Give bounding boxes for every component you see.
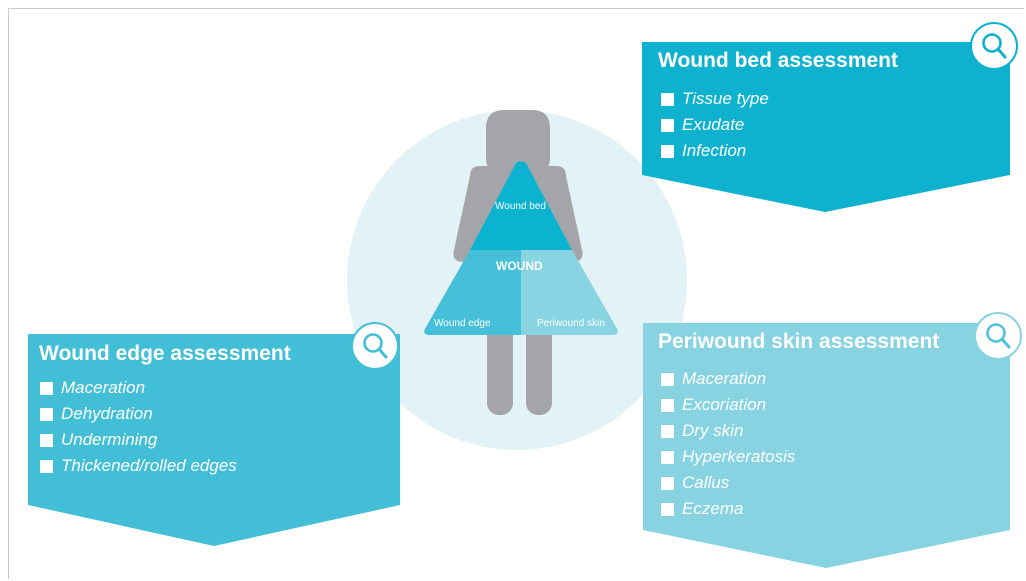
- wound-bed-panel: [642, 42, 1010, 212]
- list-item: Eczema: [661, 496, 795, 522]
- bullet-square: [661, 398, 674, 412]
- wound-edge-label: Wound edge: [434, 318, 491, 329]
- list-item: Dehydration: [40, 401, 237, 427]
- periwound-panel-title: Periwound skin assessment: [658, 330, 940, 353]
- wound-bed-panel-title: Wound bed assessment: [658, 49, 899, 72]
- list-item: Thickened/rolled edges: [40, 453, 237, 479]
- wound-bed-region: [470, 161, 572, 250]
- periwound-item-list: Maceration Excoriation Dry skin Hyperker…: [661, 366, 795, 522]
- wound-edge-item-list: Maceration Dehydration Undermining Thick…: [40, 375, 237, 479]
- bullet-square: [40, 407, 53, 421]
- diagram-frame: [8, 8, 1024, 579]
- wound-bed-label: Wound bed: [495, 201, 546, 212]
- bullet-square: [661, 118, 674, 132]
- bullet-square: [661, 144, 674, 158]
- wound-triangle: [424, 161, 618, 335]
- list-item: Hyperkeratosis: [661, 444, 795, 470]
- wound-center-label: WOUND: [496, 259, 543, 273]
- list-item: Exudate: [661, 112, 769, 138]
- bullet-square: [40, 433, 53, 447]
- bullet-square: [40, 459, 53, 473]
- wound-edge-panel: [28, 334, 400, 546]
- wound-bed-item-list: Tissue type Exudate Infection: [661, 86, 769, 164]
- bullet-square: [661, 450, 674, 464]
- magnifier-icon[interactable]: [974, 312, 1022, 360]
- list-item: Maceration: [661, 366, 795, 392]
- list-item: Tissue type: [661, 86, 769, 112]
- periwound-label: Periwound skin: [537, 318, 605, 329]
- list-item: Infection: [661, 138, 769, 164]
- bullet-square: [661, 372, 674, 386]
- magnifier-icon[interactable]: [351, 322, 399, 370]
- wound-edge-panel-title: Wound edge assessment: [39, 342, 291, 365]
- bullet-square: [40, 381, 53, 395]
- list-item: Maceration: [40, 375, 237, 401]
- bullet-square: [661, 502, 674, 516]
- bullet-square: [661, 476, 674, 490]
- wound-edge-region: [424, 250, 521, 335]
- periwound-panel: [643, 323, 1010, 568]
- periwound-region: [521, 250, 618, 335]
- bullet-square: [661, 424, 674, 438]
- list-item: Dry skin: [661, 418, 795, 444]
- list-item: Undermining: [40, 427, 237, 453]
- list-item: Excoriation: [661, 392, 795, 418]
- list-item: Callus: [661, 470, 795, 496]
- bullet-square: [661, 92, 674, 106]
- magnifier-icon[interactable]: [970, 22, 1018, 70]
